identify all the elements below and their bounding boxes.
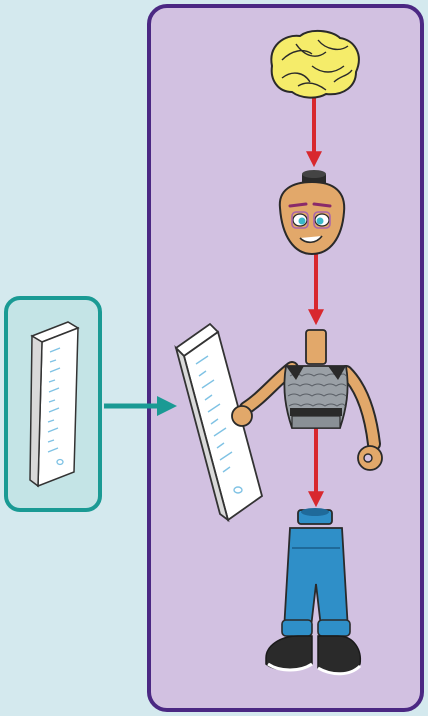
- hair-piece-icon: [271, 31, 358, 98]
- torso-piece-icon: [232, 330, 382, 470]
- legs-piece-icon: [266, 508, 360, 674]
- head-piece-icon: [280, 170, 344, 254]
- ruler-tile-part-icon: [30, 322, 78, 486]
